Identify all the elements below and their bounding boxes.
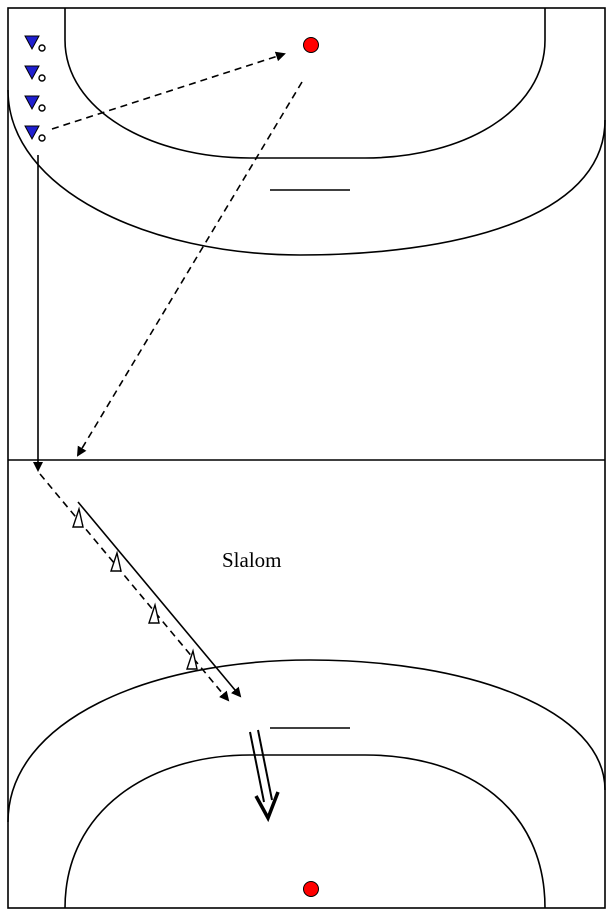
player-queue <box>24 35 46 142</box>
dribble-path-arrow <box>39 473 230 702</box>
slalom-line <box>77 501 242 698</box>
top-goal-area-line <box>64 8 546 159</box>
player-triangle-icon <box>24 35 46 52</box>
bottom-free-throw-line <box>7 659 606 823</box>
cone-icon <box>110 550 122 572</box>
double-arrow-icon <box>249 729 280 823</box>
cone-icon <box>72 506 84 528</box>
player-triangle-icon <box>24 65 46 82</box>
top-free-throw-line <box>7 89 606 256</box>
slalom-label: Slalom <box>222 548 282 572</box>
court-boundary <box>7 7 606 909</box>
player-triangle-icon <box>24 95 46 112</box>
pass-arrow-to-passer <box>51 51 286 130</box>
cone-icon <box>186 648 198 670</box>
return-pass-arrow <box>76 81 303 457</box>
ball-dot-icon <box>303 37 319 53</box>
player-triangle-icon <box>24 125 46 142</box>
ball-dot-icon <box>303 881 319 897</box>
bottom-goal-area-line <box>64 754 546 909</box>
cone-icon <box>148 602 160 624</box>
